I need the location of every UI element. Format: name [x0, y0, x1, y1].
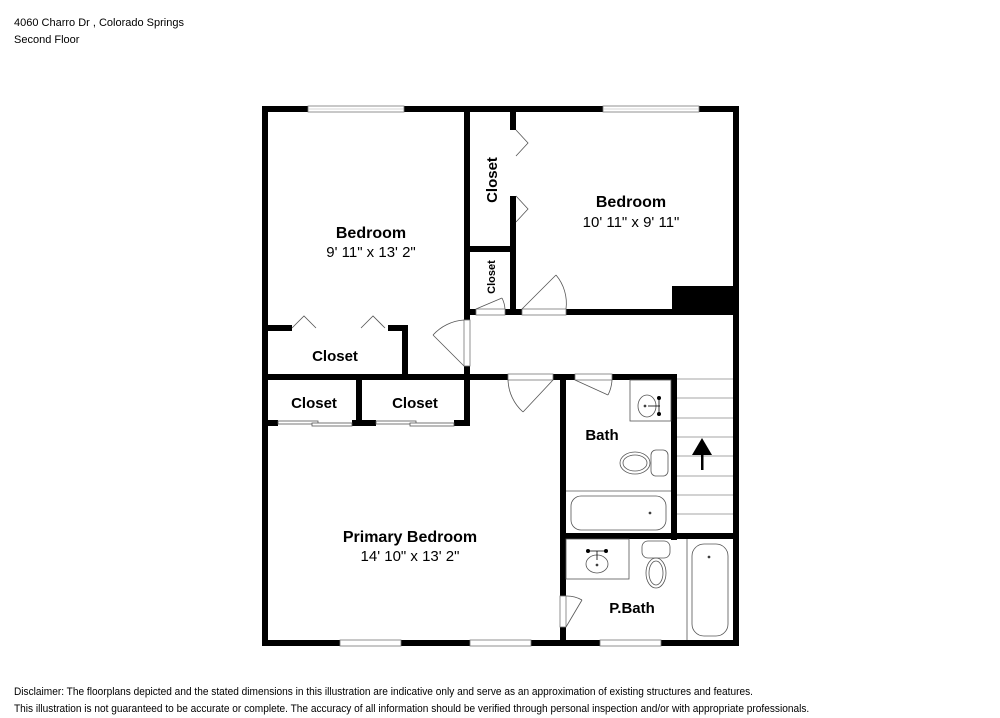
stairs-up-arrow-icon	[692, 438, 712, 470]
pbath-label: P.Bath	[609, 600, 655, 617]
disclaimer-line-1: Disclaimer: The floorplans depicted and …	[14, 686, 753, 698]
closet-small-label: Closet	[486, 260, 498, 294]
bath-fixtures	[566, 379, 672, 531]
windows	[307, 105, 700, 647]
room-label: Bedroom	[596, 194, 666, 211]
room-label: Bedroom	[336, 225, 406, 242]
closet-primary-left-label: Closet	[291, 395, 337, 412]
interior-walls	[262, 106, 739, 646]
bathtub-icon	[691, 543, 729, 637]
disclaimer: Disclaimer: The floorplans depicted and …	[14, 684, 809, 718]
address-text: 4060 Charro Dr , Colorado Springs	[14, 17, 184, 29]
closet-large-label: Closet	[484, 157, 501, 203]
disclaimer-line-2: This illustration is not guaranteed to b…	[14, 703, 810, 715]
plan-header: 4060 Charro Dr , Colorado Springs Second…	[14, 15, 184, 49]
room-bedroom-west: Bedroom 9' 11" x 13' 2"	[326, 225, 416, 261]
closet-primary-right-label: Closet	[392, 395, 438, 412]
room-dimensions: 9' 11" x 13' 2"	[326, 244, 416, 261]
bathtub-icon	[570, 495, 667, 531]
floor-name: Second Floor	[14, 34, 80, 46]
toilet-icon	[619, 449, 669, 477]
room-label: Primary Bedroom	[343, 529, 477, 546]
bath-label: Bath	[585, 427, 618, 444]
toilet-icon	[641, 540, 671, 589]
stairs	[677, 378, 733, 515]
room-primary-bedroom: Primary Bedroom 14' 10" x 13' 2"	[343, 529, 477, 565]
room-bedroom-east: Bedroom 10' 11" x 9' 11"	[583, 194, 680, 231]
pbath-fixtures	[565, 538, 729, 640]
doors	[277, 129, 613, 628]
closet-bedroom-label: Closet	[312, 348, 358, 365]
room-dimensions: 14' 10" x 13' 2"	[361, 548, 460, 565]
room-dimensions: 10' 11" x 9' 11"	[583, 214, 680, 231]
